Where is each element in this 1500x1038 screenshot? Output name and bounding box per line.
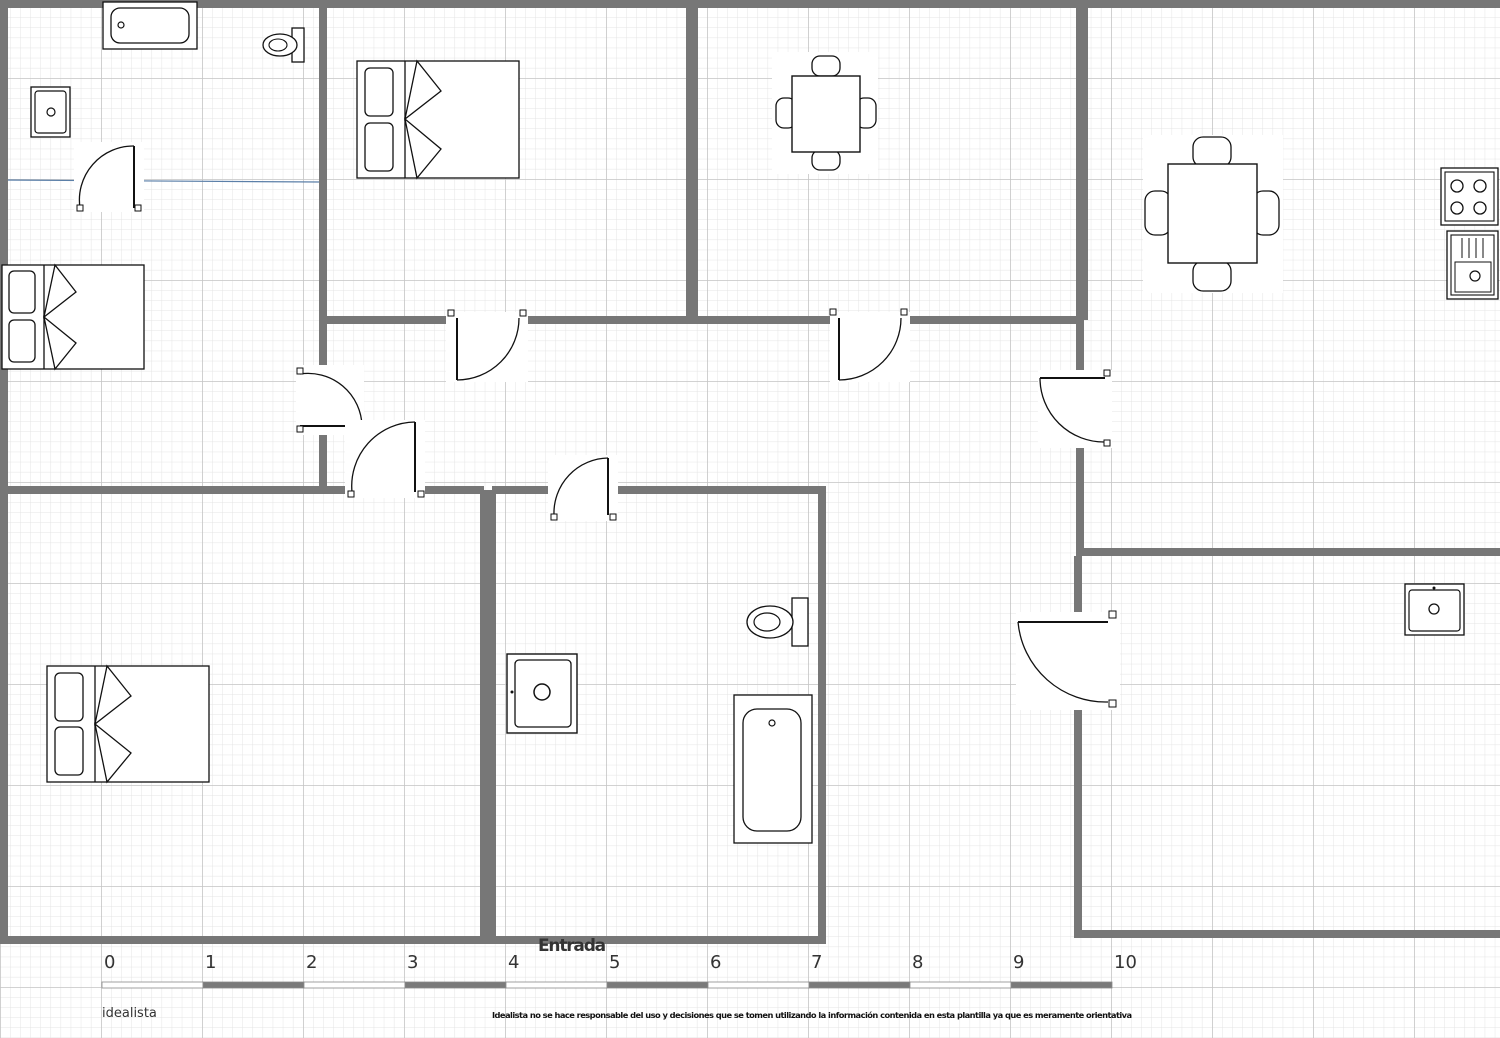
- stove-icon: [1440, 167, 1499, 226]
- scale-segment: [404, 981, 507, 989]
- scale-tick-label: 7: [811, 952, 823, 973]
- double-bed-icon: [1, 263, 145, 371]
- door-swing-icon: [548, 455, 618, 521]
- double-bed-icon: [356, 59, 520, 180]
- door-swing-icon: [446, 309, 528, 382]
- door-swing-icon: [1038, 369, 1112, 448]
- scale-tick-label: 1: [205, 952, 217, 973]
- scale-segment: [303, 981, 406, 989]
- scale-segment: [1010, 981, 1113, 989]
- toilet-icon: [262, 27, 305, 63]
- door-swing-icon: [345, 420, 425, 498]
- toilet-icon: [746, 597, 809, 647]
- dining-table-icon: [1143, 135, 1283, 293]
- scale-segment: [202, 981, 305, 989]
- door-swing-icon: [74, 142, 144, 212]
- kitchen-sink-icon: [1446, 230, 1499, 300]
- disclaimer-text: Idealista no se hace responsable del uso…: [492, 1010, 1132, 1020]
- scale-tick-label: 3: [407, 952, 419, 973]
- scale-segment: [707, 981, 810, 989]
- walls: [0, 0, 1500, 944]
- scale-tick-label: 8: [912, 952, 924, 973]
- scale-tick-label: 10: [1114, 952, 1137, 973]
- scale-bar: [101, 981, 1113, 989]
- scale-segment: [909, 981, 1012, 989]
- guide-line: [0, 179, 321, 183]
- dining-table-icon: [772, 52, 878, 174]
- scale-segment: [101, 981, 204, 989]
- scale-segment: [808, 981, 911, 989]
- sink-icon: [506, 653, 578, 734]
- double-bed-icon: [46, 664, 210, 784]
- brand-label: idealista: [102, 1006, 157, 1021]
- scale-tick-label: 0: [104, 952, 116, 973]
- scale-tick-label: 2: [306, 952, 318, 973]
- scale-tick-label: 4: [508, 952, 520, 973]
- door-swing-icon: [1016, 610, 1120, 710]
- scale-tick-label: 6: [710, 952, 722, 973]
- scale-tick-label: 5: [609, 952, 621, 973]
- sink-icon: [1404, 583, 1465, 636]
- sink-icon: [30, 86, 71, 138]
- door-swing-icon: [829, 308, 910, 382]
- entrance-label: Entrada: [538, 936, 606, 956]
- scale-tick-label: 9: [1013, 952, 1025, 973]
- bathtub-icon: [102, 1, 198, 50]
- bathtub-icon: [733, 694, 813, 844]
- scale-segment: [505, 981, 608, 989]
- scale-segment: [606, 981, 709, 989]
